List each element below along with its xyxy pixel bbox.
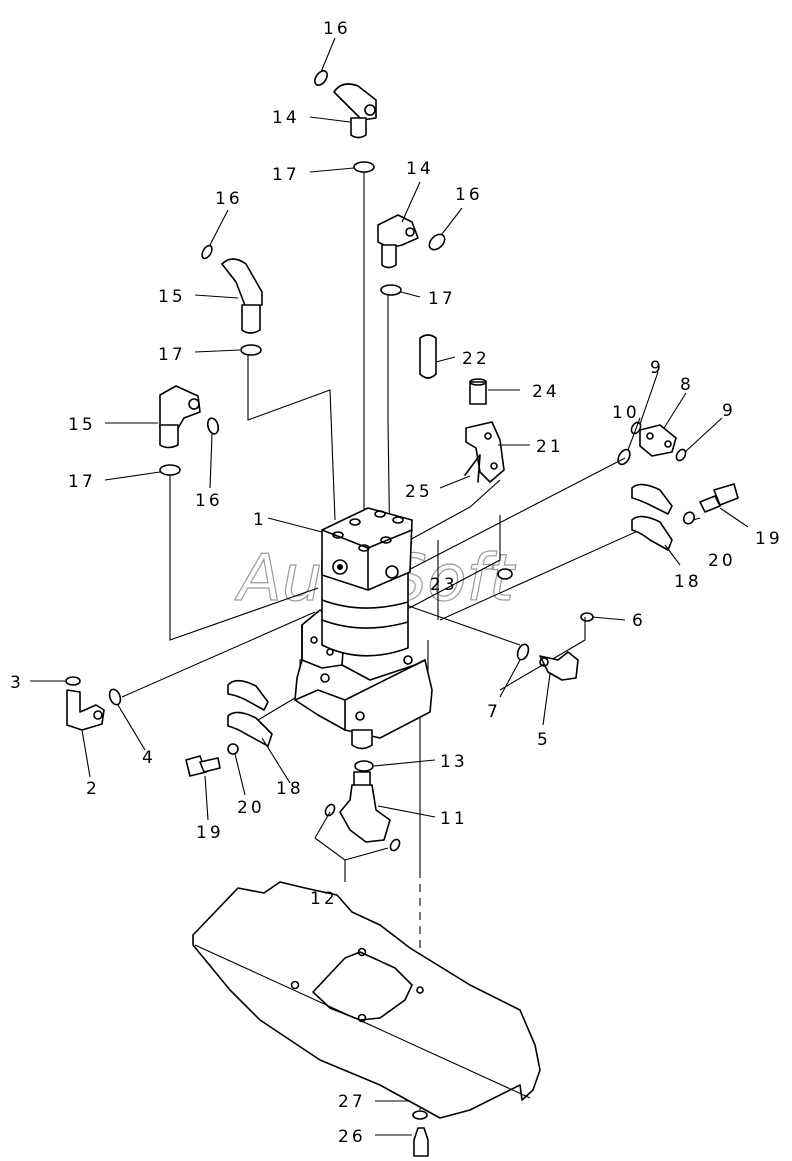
o-rings [65, 70, 696, 1120]
callout-10: 10 [612, 403, 640, 423]
tee-valve-11 [339, 771, 391, 843]
pin-22 [419, 334, 437, 379]
callout-13: 13 [440, 752, 468, 772]
callout-15: 15 [158, 287, 186, 307]
plug-23 [497, 568, 513, 580]
callout-18: 18 [276, 779, 304, 799]
callout-11: 11 [440, 809, 468, 829]
swivel-joint [294, 507, 433, 750]
callout-17: 17 [272, 165, 300, 185]
callout-2: 2 [86, 779, 100, 799]
callout-7: 7 [487, 702, 501, 722]
callout-15: 15 [68, 415, 96, 435]
callout-19: 19 [196, 823, 224, 843]
callout-12: 12 [310, 889, 338, 909]
callout-5: 5 [537, 730, 551, 750]
callouts: 16 14 17 14 16 17 16 15 17 15 16 17 22 2… [10, 19, 783, 1147]
callout-9: 9 [650, 358, 664, 378]
callout-19: 19 [755, 529, 783, 549]
callout-4: 4 [142, 748, 156, 768]
bolt-19-right [699, 483, 739, 513]
callout-23: 23 [430, 575, 458, 595]
frame-plate [192, 881, 541, 1119]
callout-20: 20 [708, 551, 736, 571]
callout-9: 9 [722, 401, 736, 421]
split-flange-18-right [631, 483, 673, 551]
callout-25: 25 [405, 482, 433, 502]
callout-26: 26 [338, 1127, 366, 1147]
callout-17: 17 [158, 345, 186, 365]
tee-fitting-8 [639, 424, 677, 457]
callout-24: 24 [532, 382, 560, 402]
elbow-fitting-5 [539, 651, 579, 681]
callout-16: 16 [455, 185, 483, 205]
callout-3: 3 [10, 673, 24, 693]
callout-8: 8 [680, 375, 694, 395]
callout-17: 17 [428, 289, 456, 309]
pin-24 [469, 378, 487, 405]
callout-27: 27 [338, 1092, 366, 1112]
callout-16: 16 [195, 491, 223, 511]
callout-21: 21 [536, 437, 564, 457]
callout-16: 16 [215, 189, 243, 209]
leader-lines [30, 37, 749, 1136]
cotter-pin-25 [464, 454, 481, 483]
elbow-fitting-2 [66, 689, 105, 731]
split-flange-18-left [227, 679, 273, 747]
callout-20: 20 [237, 798, 265, 818]
callout-14: 14 [406, 159, 434, 179]
elbow-fitting-14-top [333, 83, 377, 139]
bolt-26 [413, 1127, 429, 1157]
elbow-fitting-14-right [377, 214, 419, 269]
callout-14: 14 [272, 108, 300, 128]
callout-16: 16 [323, 19, 351, 39]
callout-1: 1 [253, 510, 267, 530]
elbow-fitting-15-upper [221, 258, 263, 334]
callout-6: 6 [632, 611, 646, 631]
callout-17: 17 [68, 472, 96, 492]
callout-18: 18 [674, 572, 702, 592]
callout-22: 22 [462, 349, 490, 369]
elbow-fitting-15-lower [159, 385, 201, 449]
bolt-19-left [185, 755, 221, 777]
lock-plate-21 [465, 421, 505, 483]
